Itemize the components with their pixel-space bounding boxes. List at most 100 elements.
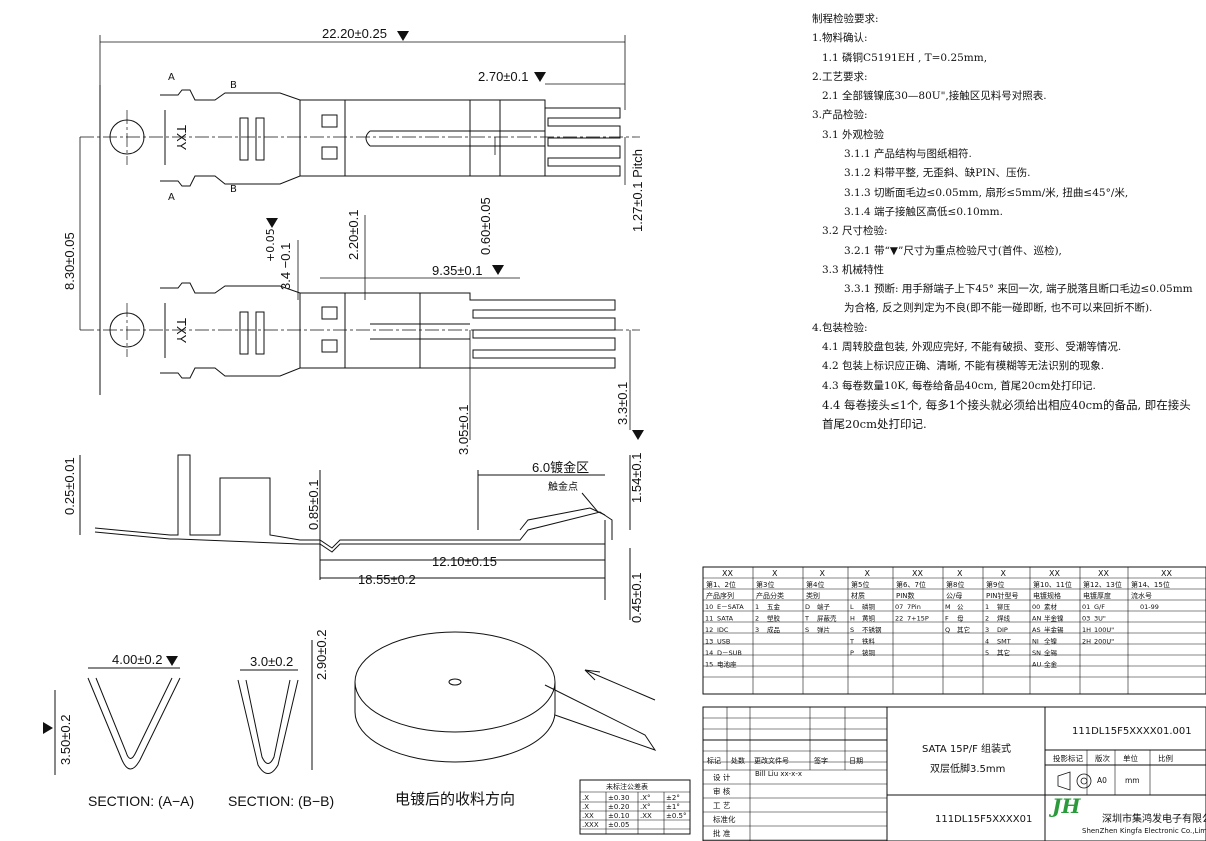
note-line: 3.1.4 端子接触区高低≤0.10mm. [844,205,1003,218]
tolerance-cell: .XX [582,812,594,820]
dim-8-30: 8.30±0.05 [62,232,77,290]
code-cell-label: 屏蔽壳 [817,614,837,623]
code-header-digits: XX [912,569,923,578]
code-cell-code: L [850,603,854,611]
code-cell-label: 铍铜 [862,648,876,657]
company-logo: JH [1048,794,1081,818]
role-label: 审 核 [713,786,731,796]
code-header-field: 流水号 [1131,591,1152,600]
tolerance-cell: .X [582,803,589,811]
dim-0-25: 0.25±0.01 [62,457,77,515]
dim-18-55: 18.55±0.2 [358,572,416,587]
code-cell-label: 铁料 [862,637,876,646]
code-header-field: 类别 [806,591,820,600]
code-header-field: PIN针型号 [986,591,1019,600]
code-cell-code: 2H [1082,638,1091,646]
meta-header: 投影标记 [1053,753,1083,763]
code-cell-code: 03 [1082,615,1090,623]
meta-value: A0 [1097,776,1107,785]
part-number-top: 111DL15F5XXXX01.001 [1072,726,1192,737]
code-cell-code: D [805,603,810,611]
note-line: 2.工艺要求: [812,70,868,83]
drawing-title-1: SATA 15P/F 组装式 [922,742,1011,755]
note-line: 2.1 全部镀镍底30—80U",接触区见料号对照表. [822,90,1047,103]
code-cell-label: 素材 [1044,602,1058,611]
code-header-field: 公/母 [946,592,962,600]
rev-header: 签字 [814,756,828,765]
role-label: 批 准 [713,828,731,838]
code-cell-label: 黄铜 [862,614,876,623]
role-label: 设 计 [713,772,731,782]
code-cell-label: SATA [717,615,734,623]
code-header-field: PIN数 [896,591,915,600]
code-cell-label: 电池座 [717,660,737,669]
code-header-field: 产品序列 [706,591,734,600]
code-cell-code: S [850,626,854,634]
dim-3-50: 3.50±0.2 [58,714,73,765]
dim-9-35: 9.35±0.1 [432,263,483,278]
code-cell-code: 10 [705,603,713,611]
code-header-digits: X [820,569,826,578]
dim-4-00: 4.00±0.2 [112,652,163,667]
role-label: 标准化 [713,814,736,824]
code-cell-label: 全锡 [1044,648,1058,657]
code-cell-code: 13 [705,638,713,646]
section-a-a [54,667,181,775]
rev-header: 日期 [849,757,863,765]
note-line: 3.2.1 带“▼”尺寸为重点检验尺寸(首件、巡检), [844,244,1062,257]
tolerance-cell: ±0.10 [608,812,629,820]
dim-3-0: 3.0±0.2 [250,654,293,669]
dim-3-3: 3.3±0.1 [615,382,630,425]
code-cell-label: 母 [957,615,964,623]
code-header-digits: X [1001,569,1007,578]
dim-1-54: 1.54±0.1 [629,452,644,503]
dim-2-90: 2.90±0.2 [314,629,329,680]
code-cell-label: 3U" [1094,615,1106,623]
code-cell-code: 3 [985,626,989,634]
code-cell-code: S [805,626,809,634]
code-cell-label: 7+15P [907,615,929,623]
section-mark-b-bottom: B [230,184,237,195]
part-number-bottom: 111DL15F5XXXX01 [935,814,1032,825]
code-header-digits: X [865,569,871,578]
code-cell-code: F [945,615,949,623]
code-cell-code: 22 [895,615,903,623]
note-line: 4.1 周转胶盘包装, 外观应完好, 不能有破损、变形、受潮等情况. [822,341,1122,354]
code-cell-label: D－SUB [717,649,742,657]
section-mark-b-top: B [230,80,237,91]
meta-header: 比例 [1158,753,1173,763]
rev-header: 标记 [707,756,721,765]
code-cell-code: 3 [755,626,759,634]
title-block: 111DL15F5XXXX01.001 SATA 15P/F 组装式 双层低脚3… [702,706,1206,841]
tolerance-cell: ±0.05 [608,821,629,829]
reel-caption: 电镀后的收料方向 [395,790,515,808]
code-cell-code: 1H [1082,626,1091,634]
code-cell-code: 15 [705,661,713,669]
dim-0-60: 0.60±0.05 [478,197,493,255]
code-cell-label: 不锈钢 [862,625,882,634]
code-cell-label: 铆压 [997,602,1011,611]
code-header-position: 第4位 [806,580,824,589]
code-header-field: 电镀厚度 [1083,591,1111,600]
code-header-position: 第8位 [946,580,964,589]
code-cell-code: AU [1032,661,1041,669]
tolerance-title: 未标注公差表 [606,782,648,791]
code-cell-code: 12 [705,626,713,634]
note-line: 3.产品检验: [812,109,868,122]
code-cell-label: IDC [717,626,729,634]
code-header-position: 第12、13位 [1083,580,1122,589]
code-cell-code: P [850,649,854,657]
note-line: 3.1 外观检验 [822,128,885,141]
rev-header: 更改文件号 [754,756,789,765]
dim-2-70: 2.70±0.1 [478,69,529,84]
txy-mark-2: TXY [174,318,189,344]
code-header-digits: X [957,569,963,578]
note-line: 3.3.1 预断: 用手掰端子上下45° 来回一次, 端子脱落且断口毛边≤0.0… [844,283,1193,315]
tolerance-cell: .XXX [582,821,599,829]
code-cell-label: 全镍 [1044,637,1058,646]
note-line: 3.2 尺寸检验: [822,225,888,238]
note-line: 3.1.1 产品结构与图纸相符. [844,148,972,161]
code-cell-code: 11 [705,615,713,623]
code-cell-label: 磷铜 [862,602,876,611]
